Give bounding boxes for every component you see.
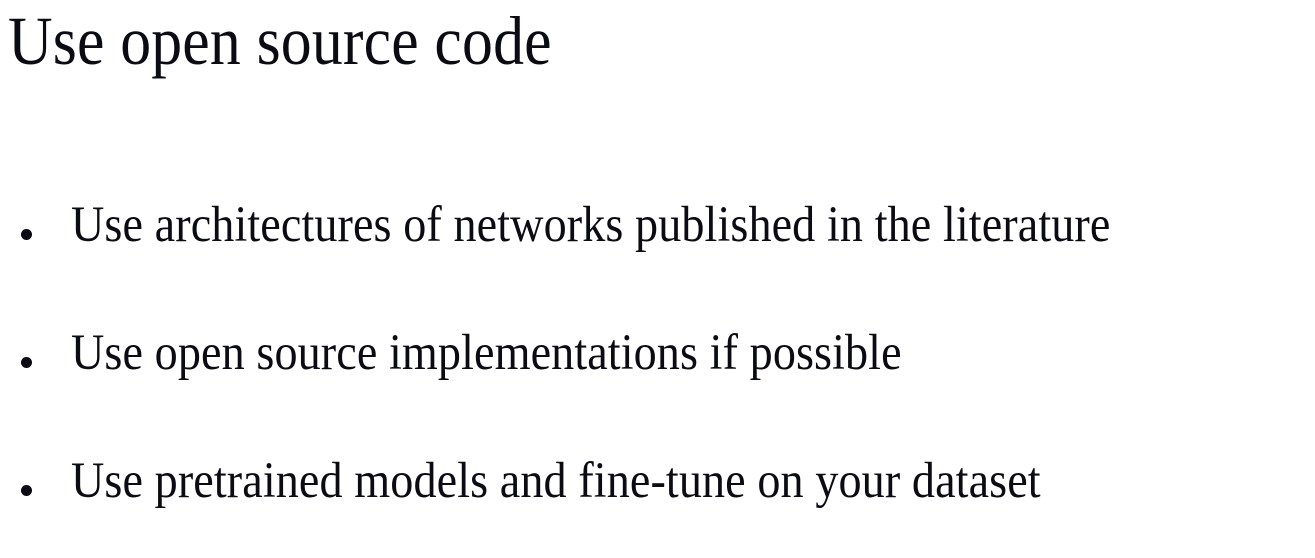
- bullet-dot-icon: [21, 485, 32, 496]
- bullet-dot-icon: [21, 229, 32, 240]
- bullet-list: Use architectures of networks published …: [0, 196, 1315, 558]
- list-item: Use pretrained models and fine-tune on y…: [0, 452, 1315, 558]
- list-item: Use open source implementations if possi…: [0, 324, 1315, 452]
- bullet-dot-icon: [21, 357, 32, 368]
- bullet-item-text: Use pretrained models and fine-tune on y…: [71, 453, 1041, 509]
- list-item: Use architectures of networks published …: [0, 196, 1315, 324]
- bullet-item-text: Use architectures of networks published …: [71, 197, 1111, 253]
- bullet-item-text: Use open source implementations if possi…: [71, 325, 902, 381]
- slide-title: Use open source code: [8, 3, 552, 79]
